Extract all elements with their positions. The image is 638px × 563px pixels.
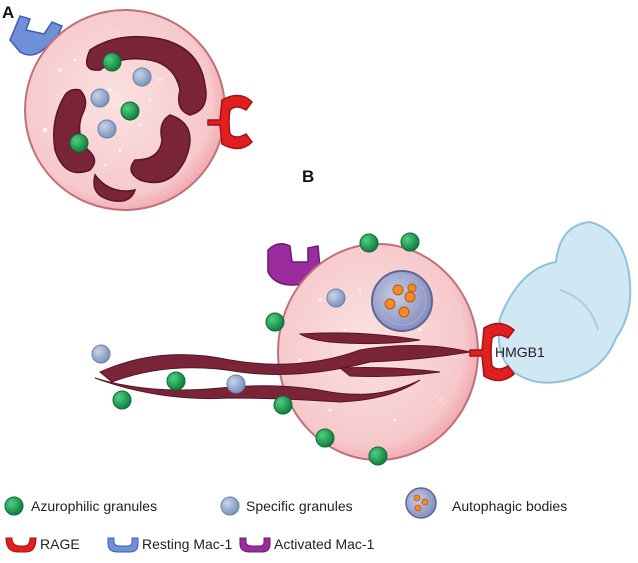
legend-item-autophagic: Autophagic bodies xyxy=(405,487,567,519)
azurophilic-granule xyxy=(69,133,89,153)
specific-granule xyxy=(132,67,152,87)
azurophilic-granule xyxy=(368,446,388,466)
azurophilic-granule xyxy=(166,371,186,391)
legend: Azurophilic granules Specific granules A… xyxy=(4,487,567,553)
rage-receptor-a xyxy=(207,94,253,150)
legend-label-azurophilic: Azurophilic granules xyxy=(31,498,157,514)
legend-label-resting: Resting Mac-1 xyxy=(142,536,232,552)
azurophilic-granule-swatch xyxy=(4,496,24,516)
legend-item-rage: RAGE xyxy=(5,536,80,553)
specific-granule xyxy=(326,288,346,308)
azurophilic-granule xyxy=(400,232,420,252)
azurophilic-granule xyxy=(315,428,335,448)
hmgb1-molecule xyxy=(497,220,632,384)
legend-label-activated: Activated Mac-1 xyxy=(274,536,375,552)
rage-swatch-icon xyxy=(5,537,37,553)
legend-item-resting: Resting Mac-1 xyxy=(107,536,232,553)
azurophilic-granule xyxy=(273,395,293,415)
specific-granule xyxy=(90,88,110,108)
legend-item-activated: Activated Mac-1 xyxy=(239,536,375,553)
hmgb1-label: HMGB1 xyxy=(495,344,545,360)
azurophilic-granule xyxy=(112,390,132,410)
specific-granule-swatch xyxy=(220,496,240,516)
neutrophil-activated: HMGB1 xyxy=(91,220,632,466)
neutrophil-resting xyxy=(9,9,253,211)
cell-a-cytoplasm-specks xyxy=(42,58,162,167)
azurophilic-granule xyxy=(120,101,140,121)
panel-label-b: B xyxy=(302,167,314,186)
specific-granule xyxy=(97,119,117,139)
legend-label-specific: Specific granules xyxy=(246,498,353,514)
legend-label-autophagic: Autophagic bodies xyxy=(452,498,567,514)
activated-mac1-swatch-icon xyxy=(239,537,271,553)
rage-receptor-b xyxy=(469,322,516,382)
extracellular-trap-strands xyxy=(94,332,471,403)
panel-label-a: A xyxy=(2,3,14,22)
autophagic-body-swatch xyxy=(405,487,437,519)
cell-a-granules xyxy=(69,52,152,153)
legend-item-specific: Specific granules xyxy=(220,496,353,516)
specific-granule xyxy=(91,344,111,364)
specific-granule xyxy=(226,374,246,394)
azurophilic-granule xyxy=(102,52,122,72)
azurophilic-granule xyxy=(359,233,379,253)
cell-b-granules xyxy=(91,232,420,466)
resting-mac1-swatch-icon xyxy=(107,537,139,553)
azurophilic-granule xyxy=(265,312,285,332)
autophagic-body xyxy=(371,270,433,332)
legend-label-rage: RAGE xyxy=(40,536,80,552)
legend-item-azurophilic: Azurophilic granules xyxy=(4,496,157,516)
